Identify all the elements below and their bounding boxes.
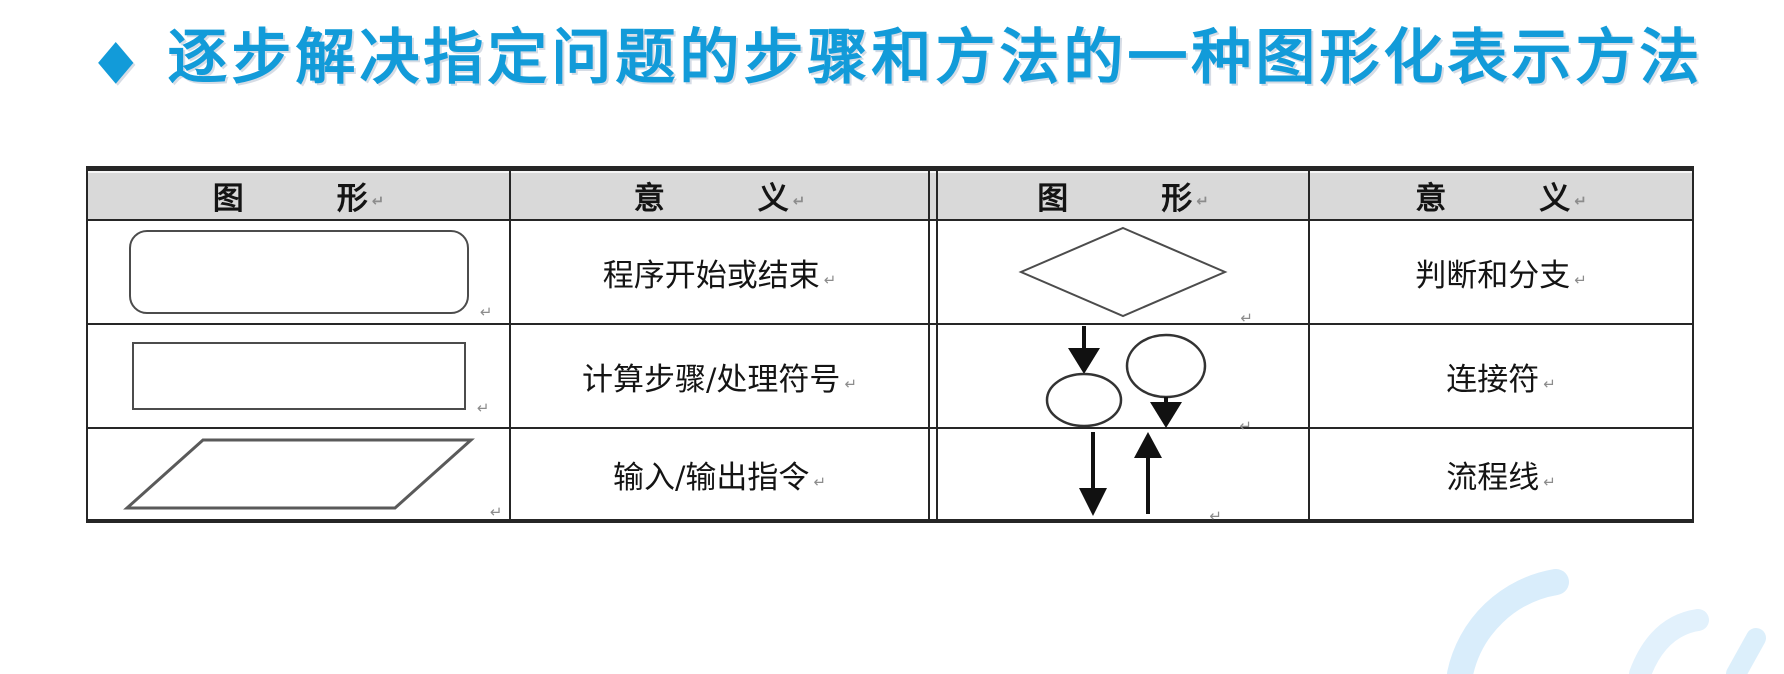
cell-connector-circles: ↵ xyxy=(938,324,1310,434)
cell-flow-arrows: ↵ xyxy=(938,429,1310,524)
cell-meaning-decision: 判断和分支↵ xyxy=(1310,221,1692,325)
paragraph-mark: ↵ xyxy=(1574,191,1587,210)
connector-circles-icon xyxy=(1045,326,1207,428)
cell-meaning-connector: 连接符↵ xyxy=(1310,325,1692,429)
cell-rounded-rectangle: ↵ xyxy=(88,221,511,325)
paragraph-mark: ↵ xyxy=(1543,374,1556,393)
rounded-rectangle-shape: ↵ xyxy=(128,230,493,320)
connector-circles-shape: ↵ xyxy=(1018,324,1252,434)
diamond-icon xyxy=(1018,226,1228,318)
header-label: 图 形 xyxy=(1037,180,1193,217)
cell-meaning-process: 计算步骤/处理符号↵ xyxy=(511,325,930,429)
header-shape-left: 图 形↵ xyxy=(88,171,511,221)
paragraph-mark: ↵ xyxy=(1209,507,1222,525)
table-center-divider xyxy=(930,429,938,519)
cell-meaning-start-end: 程序开始或结束↵ xyxy=(511,221,930,325)
header-label: 意 义 xyxy=(633,180,789,217)
meaning-text: 计算步骤/处理符号 xyxy=(581,361,841,398)
flow-arrows-shape: ↵ xyxy=(1048,430,1222,524)
header-label: 意 义 xyxy=(1415,180,1571,217)
paragraph-mark: ↵ xyxy=(479,303,493,321)
paragraph-mark: ↵ xyxy=(489,503,503,521)
paragraph-mark: ↵ xyxy=(1240,309,1253,327)
paragraph-mark: ↵ xyxy=(1239,417,1252,435)
diamond-bullet-icon: ◆ xyxy=(98,27,134,89)
paragraph-mark: ↵ xyxy=(1574,270,1587,289)
flow-arrows-icon xyxy=(1079,432,1162,516)
watermark-logo xyxy=(1447,569,1766,674)
rounded-rectangle-icon xyxy=(128,230,469,314)
cell-parallelogram: ↵ xyxy=(88,429,511,520)
cell-diamond: ↵ xyxy=(938,221,1310,326)
parallelogram-icon xyxy=(122,438,475,510)
table-center-divider xyxy=(930,325,938,429)
paragraph-mark: ↵ xyxy=(792,191,806,210)
table-center-divider xyxy=(930,171,938,221)
header-label: 图 形 xyxy=(212,180,368,217)
meaning-text: 连接符 xyxy=(1446,361,1540,398)
table-center-divider xyxy=(930,221,938,325)
paragraph-mark: ↵ xyxy=(476,399,490,417)
parallelogram-shape: ↵ xyxy=(119,434,503,520)
slide-title-text: 逐步解决指定问题的步骤和方法的一种图形化表示方法 xyxy=(167,24,1704,91)
paragraph-mark: ↵ xyxy=(844,374,858,393)
meaning-text: 输入/输出指令 xyxy=(612,459,810,496)
cell-meaning-io: 输入/输出指令↵ xyxy=(511,429,930,519)
diamond-shape: ↵ xyxy=(1017,224,1253,326)
meaning-text: 程序开始或结束 xyxy=(602,257,820,294)
paragraph-mark: ↵ xyxy=(1543,472,1556,491)
rectangle-shape: ↵ xyxy=(131,342,490,416)
meaning-text: 判断和分支 xyxy=(1415,257,1571,294)
slide-title: ◆ 逐步解决指定问题的步骤和方法的一种图形化表示方法 xyxy=(98,16,1703,100)
flowchart-symbol-table: 图 形↵ 意 义↵ 图 形↵ 意 义↵ ↵ 程序开始或结束↵ ↵ 判断和分支↵ xyxy=(86,166,1694,524)
cell-meaning-flowline: 流程线↵ xyxy=(1310,429,1692,519)
paragraph-mark: ↵ xyxy=(813,472,827,491)
header-meaning-right: 意 义↵ xyxy=(1310,171,1692,221)
paragraph-mark: ↵ xyxy=(823,270,837,289)
meaning-text: 流程线 xyxy=(1446,459,1540,496)
paragraph-mark: ↵ xyxy=(371,191,385,210)
paragraph-mark: ↵ xyxy=(1196,191,1209,210)
header-meaning-left: 意 义↵ xyxy=(511,171,930,221)
header-shape-right: 图 形↵ xyxy=(938,171,1310,221)
rectangle-icon xyxy=(131,342,466,410)
cell-rectangle: ↵ xyxy=(88,325,511,429)
